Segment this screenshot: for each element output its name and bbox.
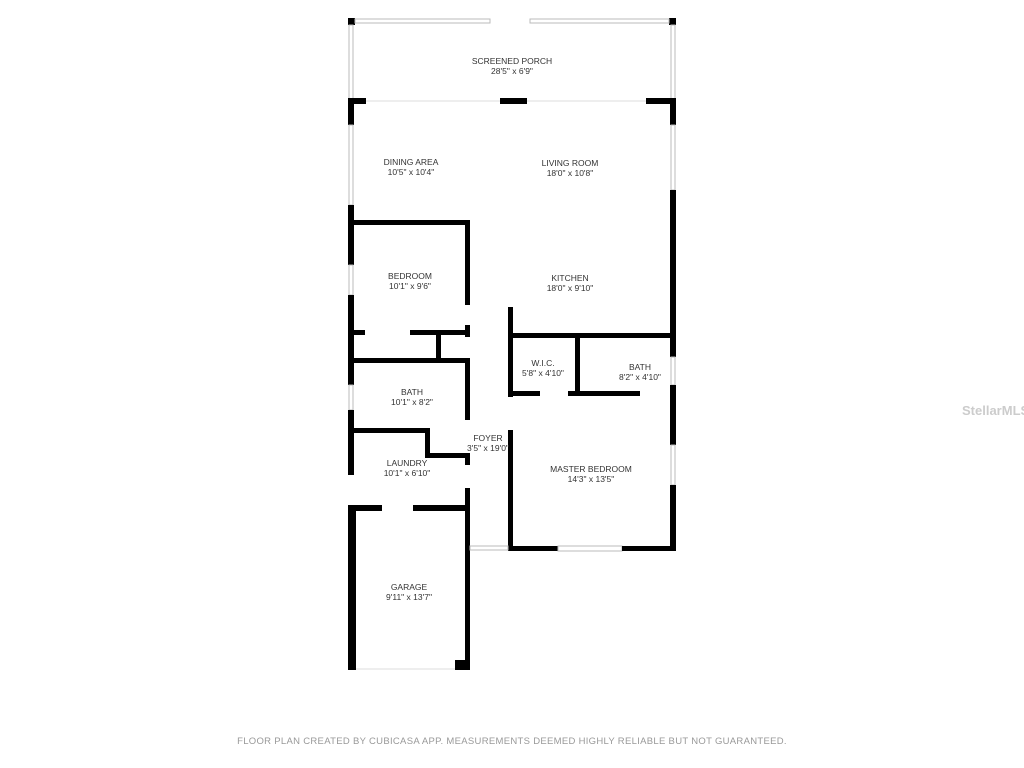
room-name: BATH — [400, 387, 424, 397]
room-name: KITCHEN — [551, 273, 589, 283]
wall — [669, 18, 676, 25]
wall — [622, 546, 676, 551]
wall — [508, 391, 540, 396]
room-dimensions: 18'0" x 10'8" — [546, 168, 594, 178]
wall — [508, 430, 513, 551]
footer-disclaimer: FLOOR PLAN CREATED BY CUBICASA APP. MEAS… — [237, 736, 787, 747]
room-dimensions: 28'5" x 6'9" — [491, 66, 533, 76]
wall — [350, 428, 429, 433]
room-name: W.I.C. — [531, 358, 555, 368]
room-name: LIVING ROOM — [541, 158, 599, 168]
window — [348, 384, 354, 411]
window — [670, 444, 676, 486]
wall — [670, 385, 676, 445]
wall — [465, 358, 470, 420]
wall — [670, 190, 676, 357]
wall — [350, 220, 470, 225]
wall — [508, 307, 513, 337]
wall — [670, 98, 676, 125]
wall — [508, 546, 558, 551]
wall — [465, 453, 470, 465]
window — [670, 356, 676, 386]
room-name: BATH — [628, 362, 652, 372]
window — [670, 124, 676, 191]
room-wic: W.I.C.5'8" x 4'10" — [522, 358, 564, 378]
room-dimensions: 3'5" x 19'0" — [467, 443, 509, 453]
wall — [500, 98, 527, 104]
watermark: StellarMLS — [962, 403, 1024, 418]
room-dimensions: 14'3" x 13'5" — [567, 474, 615, 484]
wall — [455, 660, 470, 670]
wall — [568, 391, 640, 396]
window — [670, 24, 676, 101]
wall — [413, 505, 470, 511]
wall — [670, 485, 676, 551]
wall — [348, 98, 366, 104]
room-name: FOYER — [473, 433, 503, 443]
window — [529, 18, 670, 24]
wall — [436, 330, 441, 360]
room-name: LAUNDRY — [386, 458, 428, 468]
room-name: GARAGE — [390, 582, 428, 592]
room-dimensions: 10'1" x 6'10" — [383, 468, 431, 478]
room-dimensions: 10'1" x 9'6" — [389, 281, 431, 291]
window — [348, 24, 354, 101]
room-name: DINING AREA — [383, 157, 439, 167]
wall — [646, 98, 676, 104]
wall — [425, 453, 470, 458]
wall — [350, 330, 365, 335]
room-name: MASTER BEDROOM — [550, 464, 632, 474]
window — [348, 264, 354, 296]
wall — [348, 18, 355, 25]
room-dimensions: 10'5" x 10'4" — [387, 167, 435, 177]
window — [354, 18, 491, 24]
room-dimensions: 5'8" x 4'10" — [522, 368, 564, 378]
wall — [465, 488, 470, 670]
room-dimensions: 8'2" x 4'10" — [619, 372, 661, 382]
wall — [350, 358, 470, 363]
wall — [508, 333, 676, 338]
wall — [348, 505, 356, 670]
window — [557, 545, 623, 552]
wall — [575, 335, 580, 395]
wall — [508, 335, 513, 397]
room-dimensions: 18'0" x 9'10" — [546, 283, 594, 293]
wall — [465, 220, 470, 305]
room-dimensions: 9'11" x 13'7" — [386, 592, 432, 602]
wall — [425, 428, 430, 457]
room-dimensions: 10'1" x 8'2" — [391, 397, 433, 407]
window — [348, 124, 354, 206]
wall — [348, 98, 354, 125]
wall — [348, 505, 382, 511]
room-name: BEDROOM — [388, 271, 432, 281]
entry-door — [469, 545, 509, 551]
wall — [348, 205, 354, 265]
wall — [348, 410, 354, 475]
wall — [348, 295, 354, 385]
room-name: SCREENED PORCH — [471, 56, 553, 66]
